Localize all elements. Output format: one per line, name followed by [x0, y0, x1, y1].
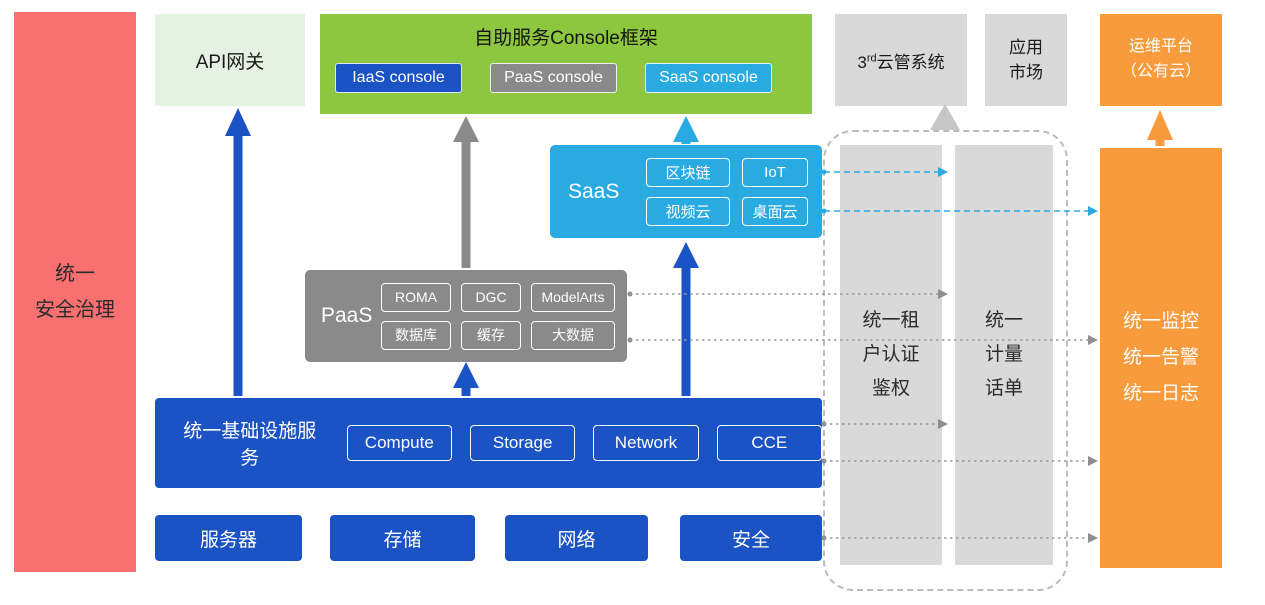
paas-services: ROMA DGC ModelArts 数据库 缓存 大数据 — [381, 282, 615, 350]
saas-service-blockchain: 区块链 — [646, 157, 730, 187]
arrow-monitor-to-om-platform — [1147, 110, 1173, 146]
api-gateway-box: API网关 — [155, 14, 305, 106]
saas-service-desktop-cloud: 桌面云 — [742, 196, 808, 226]
saas-label: SaaS — [568, 179, 620, 203]
infra-service-network: Network — [593, 425, 699, 461]
arrow-shared-to-third-party — [930, 104, 960, 130]
infra-service-storage: Storage — [469, 425, 576, 461]
iaas-console-button: IaaS console — [335, 63, 462, 93]
paas-service-database: 数据库 — [381, 320, 451, 350]
paas-service-cache: 缓存 — [461, 320, 521, 350]
third-party-cloud-mgmt-box: 3rd云管系统 — [835, 14, 967, 106]
shared-services-group-border — [823, 130, 1068, 591]
paas-panel: PaaS ROMA DGC ModelArts 数据库 缓存 大数据 — [305, 270, 627, 362]
paas-service-dgc: DGC — [461, 282, 521, 312]
saas-service-iot: IoT — [742, 157, 808, 187]
infra-service-cce: CCE — [716, 425, 822, 461]
saas-services: 区块链 IoT 视频云 桌面云 — [646, 157, 808, 226]
paas-service-bigdata: 大数据 — [531, 320, 615, 350]
paas-console-button: PaaS console — [490, 63, 617, 93]
hardware-security-box: 安全 — [680, 515, 822, 561]
app-market-box: 应用 市场 — [985, 14, 1067, 106]
infrastructure-panel: 统一基础设施服务 Compute Storage Network CCE — [155, 398, 822, 488]
saas-panel: SaaS 区块链 IoT 视频云 桌面云 — [550, 145, 822, 238]
console-framework-panel: 自助服务Console框架 IaaS console PaaS console … — [320, 14, 812, 114]
unified-monitoring-bar: 统一监控 统一告警 统一日志 — [1100, 148, 1222, 568]
hardware-storage-box: 存储 — [330, 515, 475, 561]
arrow-iaas-to-paas — [453, 362, 479, 396]
paas-label: PaaS — [321, 304, 373, 327]
unified-auth-bar: 统一租 户认证 鉴权 — [840, 145, 942, 565]
console-buttons-row: IaaS console PaaS console SaaS console — [320, 63, 812, 93]
third-party-superscript: rd — [866, 51, 877, 64]
console-framework-title: 自助服务Console框架 — [474, 28, 658, 49]
hardware-network-box: 网络 — [505, 515, 648, 561]
arrow-saas-to-saas-console — [673, 116, 699, 144]
om-platform-box: 运维平台 （公有云） — [1100, 14, 1222, 106]
paas-service-modelarts: ModelArts — [531, 282, 615, 312]
arrow-iaas-to-saas — [673, 242, 699, 396]
unified-security-governance-bar: 统一 安全治理 — [14, 12, 136, 572]
arrow-paas-to-console — [453, 116, 479, 268]
arrow-iaas-to-api-gateway — [225, 108, 251, 396]
third-party-label: 3rd云管系统 — [857, 51, 945, 72]
infra-service-compute: Compute — [346, 425, 452, 461]
hardware-server-box: 服务器 — [155, 515, 302, 561]
saas-service-video-cloud: 视频云 — [646, 196, 730, 226]
unified-billing-bar: 统一 计量 话单 — [955, 145, 1053, 565]
saas-console-button: SaaS console — [645, 63, 772, 93]
infrastructure-label: 统一基础设施服务 — [183, 421, 317, 469]
paas-service-roma: ROMA — [381, 282, 451, 312]
